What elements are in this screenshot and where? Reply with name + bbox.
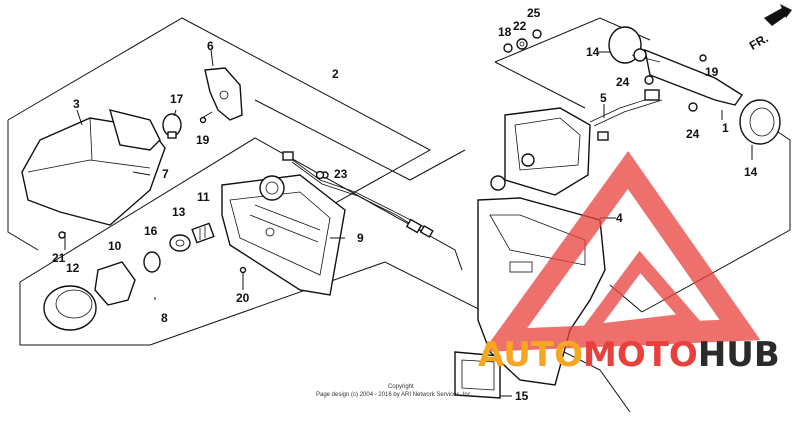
callout-11: 11: [197, 190, 210, 204]
callout-19-right: 19: [705, 65, 719, 79]
callout-7: 7: [162, 167, 169, 181]
callout-14-left: 14: [586, 45, 600, 59]
wire-harness-part: [589, 89, 663, 141]
watermark-text: AUTOMOTOHUB: [478, 335, 780, 375]
callout-17: 17: [170, 92, 184, 106]
callout-13: 13: [172, 205, 186, 219]
callout-labels: 1 2 3 4 5 6 7 8 9 10 11 12 13 14 14 15 1…: [52, 6, 758, 403]
bracket-part: [204, 49, 243, 121]
turn-signal-part: [598, 26, 781, 160]
callout-2: 2: [332, 67, 339, 81]
callout-25: 25: [527, 6, 541, 20]
callout-24-lower: 24: [686, 127, 700, 141]
hardware-parts: [315, 29, 723, 180]
bulb-part-17: [162, 109, 213, 139]
callout-14-right: 14: [744, 165, 758, 179]
callout-20: 20: [236, 291, 250, 305]
callout-12: 12: [66, 261, 80, 275]
tail-lamp-housing: [21, 109, 166, 250]
callout-9: 9: [357, 231, 364, 245]
license-bracket-part: [221, 151, 434, 296]
watermark-moto: MOTO: [583, 335, 698, 375]
reflector-part: [454, 351, 512, 399]
callout-15: 15: [515, 389, 529, 403]
callout-22: 22: [513, 19, 527, 33]
callout-6: 6: [207, 39, 214, 53]
copyright-line: Page design (c) 2004 - 2016 by ARI Netwo…: [316, 392, 473, 398]
copyright-title: Copyright: [388, 384, 414, 390]
callout-24-upper: 24: [616, 75, 630, 89]
watermark-logo-icon: [482, 151, 761, 352]
plate-lamp-parts: [43, 222, 247, 331]
callout-1: 1: [722, 121, 729, 135]
callout-16: 16: [144, 224, 158, 238]
front-arrow-icon: FR.: [747, 4, 792, 53]
callout-19-left: 19: [196, 133, 210, 147]
callout-10: 10: [108, 239, 122, 253]
callout-21: 21: [52, 251, 66, 265]
front-arrow-label: FR.: [747, 31, 771, 53]
callout-8: 8: [161, 311, 168, 325]
watermark-auto: AUTO: [478, 335, 583, 375]
callout-5: 5: [600, 91, 607, 105]
callout-18: 18: [498, 25, 512, 39]
callout-3: 3: [73, 97, 80, 111]
callout-23: 23: [334, 167, 348, 181]
group-outlines: [7, 17, 791, 413]
watermark-hub: HUB: [698, 335, 780, 375]
svg-text:AUTOMOTOHUB: AUTOMOTOHUB: [478, 335, 780, 375]
callout-4: 4: [616, 211, 623, 225]
